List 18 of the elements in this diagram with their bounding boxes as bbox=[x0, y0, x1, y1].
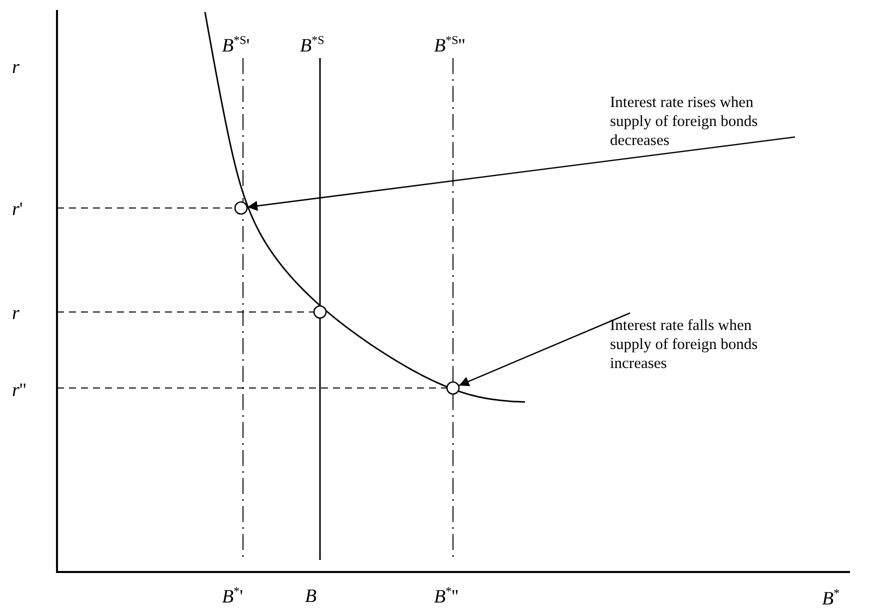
axis-label: B$^{*S}$'' bbox=[434, 34, 466, 56]
axis-label: B$^{*}$'' bbox=[434, 585, 458, 606]
arrow bbox=[458, 312, 630, 386]
axis-label: B$^{*}$ bbox=[822, 587, 840, 608]
axis-label: B$^{*S}$ bbox=[300, 34, 324, 56]
annotation-text: Interest rate falls when supply of foreign bonds increases bbox=[610, 316, 785, 373]
equilibrium-point bbox=[234, 201, 248, 215]
axis-label: r bbox=[12, 304, 20, 323]
axis-label: B$^{*}$' bbox=[222, 585, 244, 606]
axis-label: B bbox=[305, 587, 317, 606]
equilibrium-point bbox=[446, 381, 460, 395]
arrow bbox=[247, 136, 796, 211]
equilibrium-point bbox=[313, 305, 327, 319]
axis-label: r bbox=[12, 58, 20, 77]
axis-label: r'' bbox=[12, 381, 26, 400]
annotation-text: Interest rate rises when supply of foreign bonds decreases bbox=[610, 93, 795, 150]
axis-label: r' bbox=[12, 200, 23, 219]
axis-label: B$^{*S}$' bbox=[222, 34, 250, 56]
